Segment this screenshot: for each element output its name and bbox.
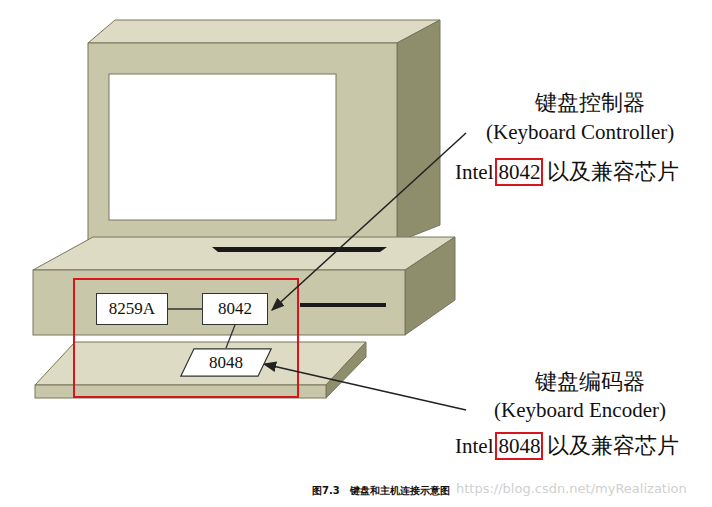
english-title: (Keyboard Encoder) (494, 398, 666, 423)
note-text: 以及兼容芯片 (547, 431, 679, 461)
vendor-name: Intel (455, 434, 493, 459)
chip-number: 8048 (498, 434, 540, 458)
chip-note: Intel8048 以及兼容芯片 (455, 431, 679, 461)
chinese-title: 键盘控制器 (535, 88, 645, 118)
chip-label: 8048 (209, 353, 243, 373)
chinese-title: 键盘编码器 (535, 367, 645, 397)
figure-caption: 图7.3 键盘和主机连接示意图 (312, 484, 450, 498)
chip-box: 8259A (96, 293, 168, 325)
chip-connection (226, 325, 235, 348)
chip-number: 8042 (498, 160, 540, 184)
watermark: https://blog.csdn.net/myRealization (456, 481, 687, 496)
chip-label: 8259A (109, 299, 155, 319)
highlighted-chip-number: 8042 (495, 158, 543, 186)
chip-parallelogram: 8048 (180, 348, 272, 377)
chip-label: 8042 (218, 299, 252, 319)
chip-connection (168, 308, 202, 309)
english-title: (Keyboard Controller) (486, 120, 674, 145)
chip-note: Intel8042 以及兼容芯片 (455, 157, 679, 187)
chip-box: 8042 (202, 293, 268, 325)
note-text: 以及兼容芯片 (547, 157, 679, 187)
vendor-name: Intel (455, 160, 493, 185)
highlighted-chip-number: 8048 (495, 432, 543, 460)
